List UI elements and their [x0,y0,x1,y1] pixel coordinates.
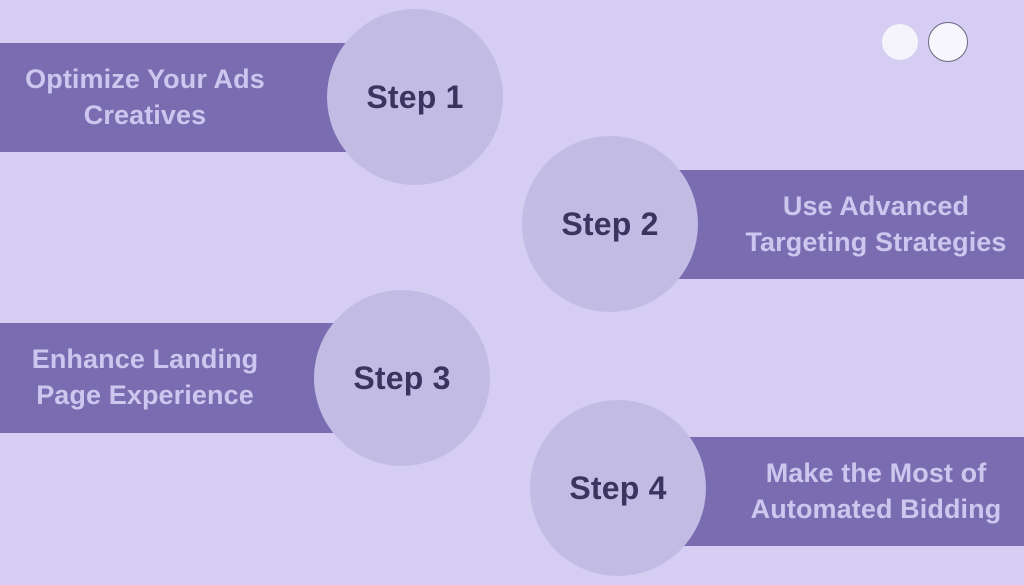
step-2-badge-text: Step 2 [561,205,659,242]
step-1-label-bar: Optimize Your Ads Creatives [0,43,348,152]
step-4-label-bar: Make the Most of Automated Bidding [676,437,1024,546]
step-2-label-bar: Use Advanced Targeting Strategies [676,170,1024,279]
step-4-label-text: Make the Most of Automated Bidding [750,457,1002,524]
step-3-badge-text: Step 3 [353,359,451,396]
step-2-circle: Step 2 [522,136,698,312]
step-4-badge-text: Step 4 [569,469,667,506]
outlined-circle-decoration-icon [928,22,968,62]
step-1-label-text: Optimize Your Ads Creatives [25,63,265,130]
step-2-label-text: Use Advanced Targeting Strategies [745,190,1007,257]
filled-circle-decoration-icon [882,24,918,60]
step-3-label-bar: Enhance Landing Page Experience [0,323,348,433]
step-1-badge-text: Step 1 [366,78,464,115]
step-4-circle: Step 4 [530,400,706,576]
step-3-circle: Step 3 [314,290,490,466]
step-3-label-text: Enhance Landing Page Experience [31,344,259,410]
step-1-circle: Step 1 [327,9,503,185]
